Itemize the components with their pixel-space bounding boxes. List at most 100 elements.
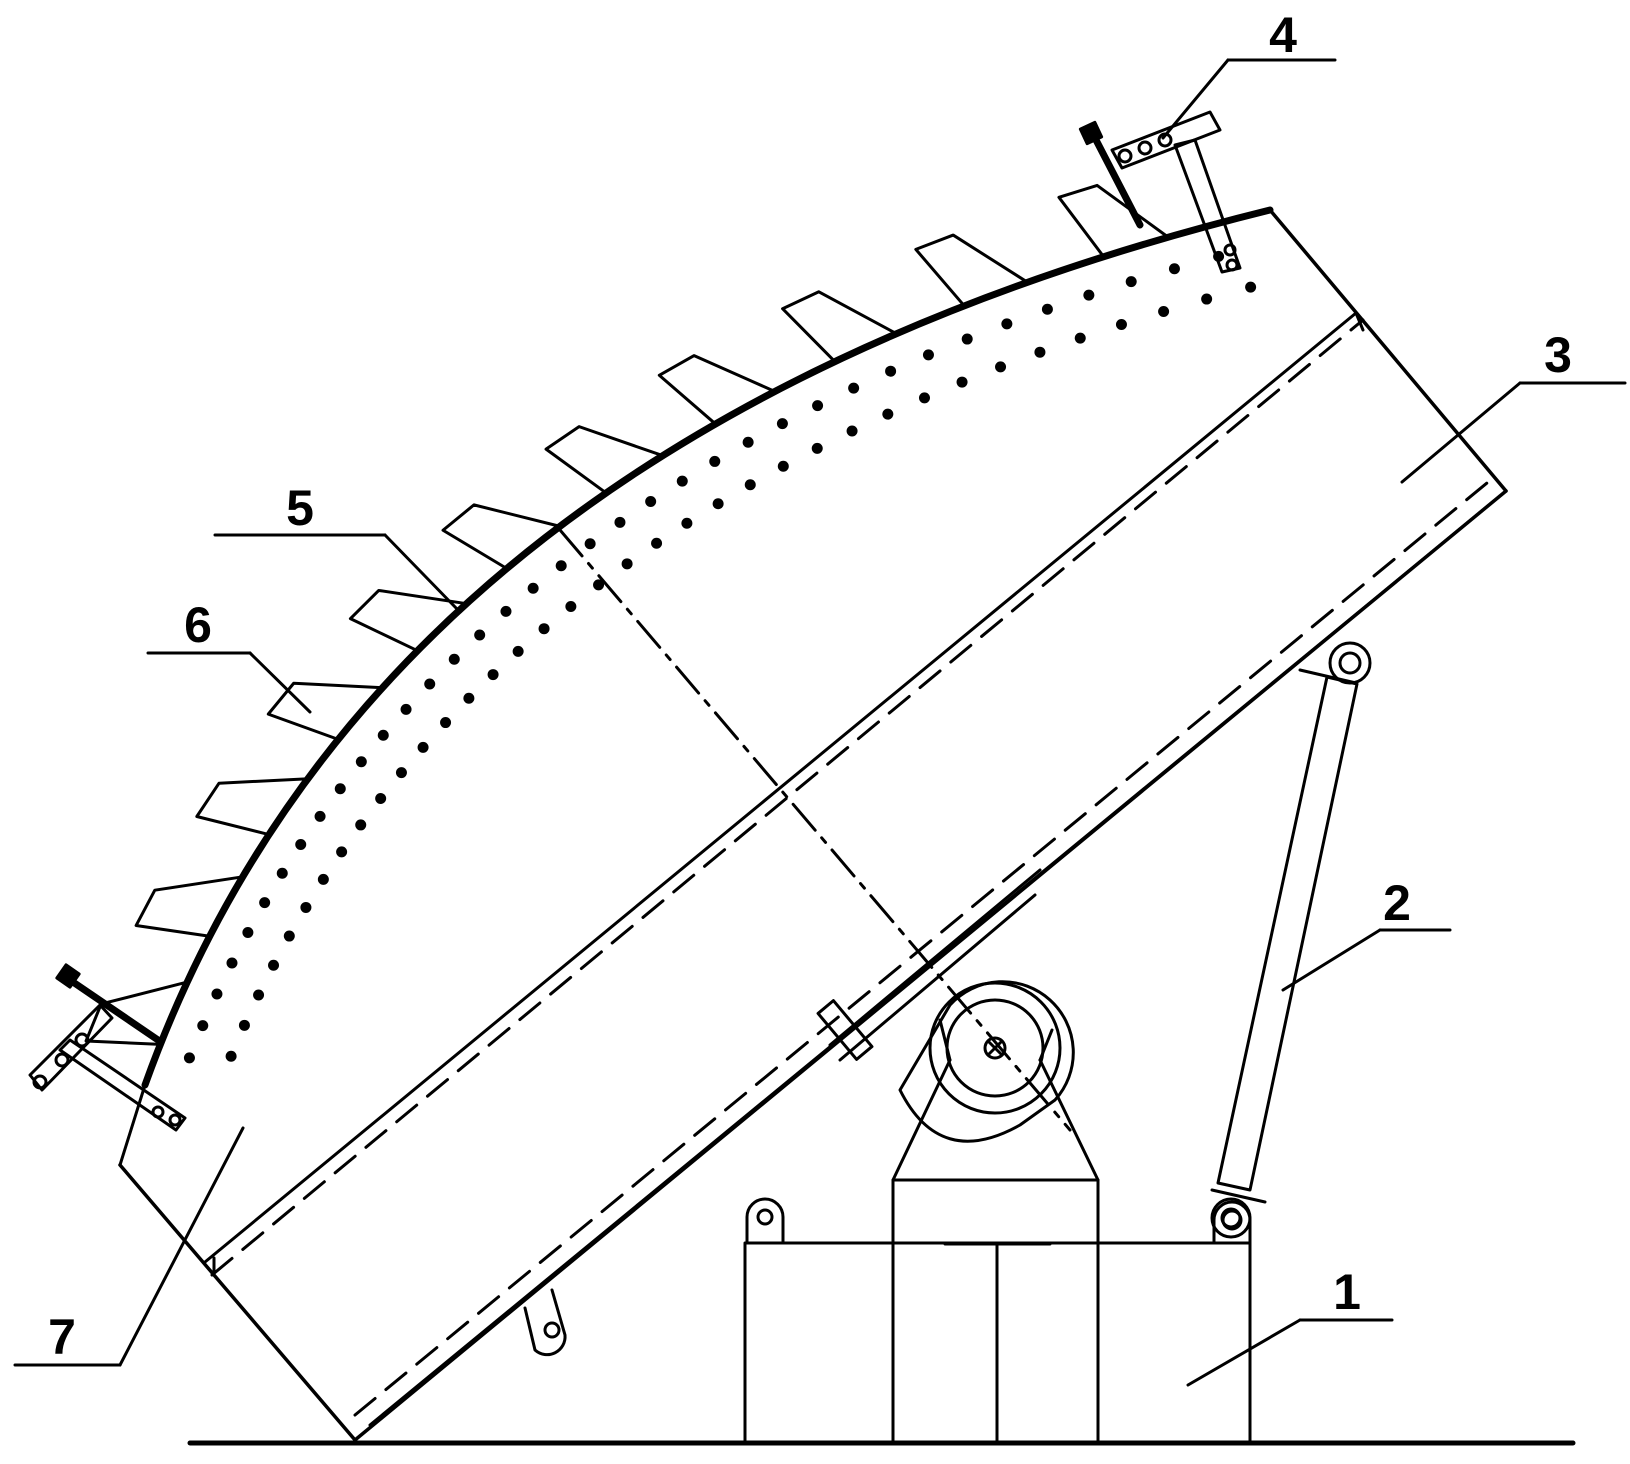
blade-tooth — [783, 292, 896, 362]
perforation-hole — [621, 558, 633, 570]
perforation-hole — [283, 930, 295, 942]
blade-tooth — [546, 427, 661, 493]
perforation-hole — [584, 538, 596, 550]
perforation-hole — [355, 756, 367, 768]
callout-2: 2 — [1383, 875, 1411, 931]
perforation-hole — [709, 455, 721, 467]
perforation-hole — [1201, 293, 1213, 305]
perforation-hole — [922, 349, 934, 361]
perforation-hole — [555, 560, 567, 572]
perforation-hole — [918, 392, 930, 404]
callout-4: 4 — [1269, 7, 1297, 63]
perforation-hole — [882, 408, 894, 420]
perforation-hole — [1115, 319, 1127, 331]
perforation-hole — [742, 436, 754, 448]
blade-tooth — [268, 683, 381, 739]
perforation-hole — [538, 623, 550, 635]
perforation-hole — [676, 475, 688, 487]
blade-teeth — [86, 185, 1168, 1044]
callout-3: 3 — [1544, 327, 1572, 383]
perforation-hole — [995, 361, 1007, 373]
perforation-hole — [1041, 303, 1053, 315]
perforation-hole — [400, 703, 412, 715]
perforation-hole — [846, 425, 858, 437]
perforation-hole — [956, 376, 968, 388]
base-frame — [745, 1180, 1250, 1443]
perforation-hole — [440, 717, 452, 729]
perforation-hole — [355, 819, 367, 831]
blade-tooth — [916, 235, 1027, 306]
perforation-hole — [614, 516, 626, 528]
perforation-hole — [242, 926, 254, 938]
callout-7: 7 — [48, 1309, 76, 1365]
perforation-hole — [238, 1019, 250, 1031]
perforation-hole — [417, 741, 429, 753]
perforation-hole — [183, 1052, 195, 1064]
perforation-hole — [961, 333, 973, 345]
perforation-hole — [197, 1020, 209, 1032]
perforation-hole — [512, 645, 524, 657]
callout-5: 5 — [286, 480, 314, 536]
perforation-hole — [487, 669, 499, 681]
perforation-hole — [334, 783, 346, 795]
blade-tooth — [86, 982, 186, 1044]
perforation-hole — [395, 767, 407, 779]
perforation-hole — [885, 365, 897, 377]
blade-tooth — [1059, 185, 1168, 256]
perforation-hole — [812, 400, 824, 412]
perforation-hole — [712, 498, 724, 510]
perforation-holes — [183, 250, 1257, 1064]
perforation-hole — [225, 1050, 237, 1062]
blade-tooth — [659, 356, 774, 424]
perforation-hole — [1168, 263, 1180, 275]
perforation-hole — [314, 810, 326, 822]
perforation-hole — [377, 729, 389, 741]
perforation-hole — [744, 479, 756, 491]
perforation-hole — [276, 867, 288, 879]
perforation-hole — [645, 495, 657, 507]
perforation-hole — [848, 382, 860, 394]
perforation-hole — [1125, 276, 1137, 288]
perforation-hole — [268, 959, 280, 971]
perforation-hole — [776, 418, 788, 430]
perforation-hole — [500, 605, 512, 617]
perforation-hole — [295, 839, 307, 851]
blade-tooth — [443, 505, 559, 569]
perforation-hole — [777, 460, 789, 472]
perforation-hole — [1001, 318, 1013, 330]
perforation-hole — [211, 988, 223, 1000]
blade-tooth — [350, 590, 465, 650]
perforation-hole — [375, 793, 387, 805]
tank-body — [120, 210, 1506, 1440]
perforation-hole — [1083, 289, 1095, 301]
callout-1: 1 — [1333, 1264, 1361, 1320]
perforation-hole — [593, 579, 605, 591]
perforation-hole — [1034, 346, 1046, 358]
perforation-hole — [300, 901, 312, 913]
clamp-left — [30, 965, 185, 1130]
perforation-hole — [811, 442, 823, 454]
hydraulic-cylinder — [1212, 643, 1370, 1237]
leader-lines — [15, 60, 1625, 1385]
perforation-hole — [448, 653, 460, 665]
perforation-hole — [1158, 306, 1170, 318]
perforation-hole — [317, 873, 329, 885]
clamp-right — [1080, 112, 1240, 272]
perforation-hole — [226, 957, 238, 969]
perforation-hole — [463, 692, 475, 704]
perforation-hole — [1074, 332, 1086, 344]
perforation-hole — [474, 629, 486, 641]
perforation-hole — [681, 517, 693, 529]
blade-tooth — [197, 779, 306, 835]
blade-tooth — [136, 877, 241, 936]
callout-6: 6 — [184, 597, 212, 653]
pivot-wheel — [818, 870, 1073, 1141]
perforation-hole — [651, 537, 663, 549]
perforation-hole — [253, 989, 265, 1001]
perforation-hole — [336, 846, 348, 858]
perforation-hole — [565, 601, 577, 613]
perforation-hole — [259, 897, 271, 909]
perforation-hole — [527, 582, 539, 594]
